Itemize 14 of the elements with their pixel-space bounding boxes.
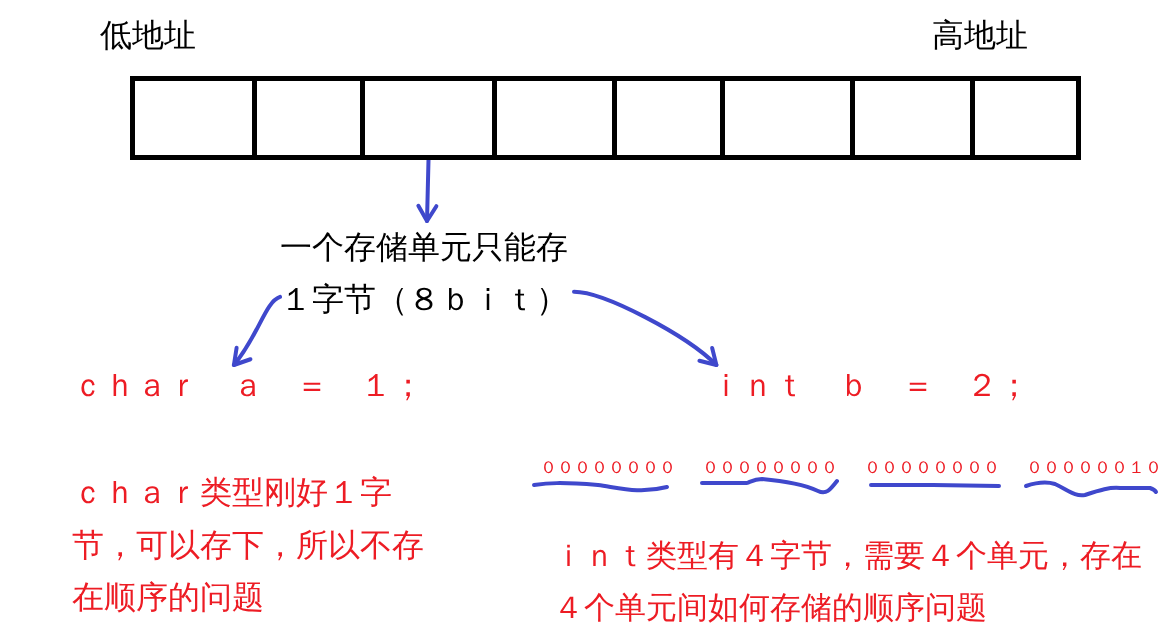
code-line: ｃｈａｒ ａ ＝ １； bbox=[72, 365, 424, 405]
arrow bbox=[572, 289, 719, 367]
note-text: 一个存储单元只能存１字节（８ｂｉｔ） bbox=[280, 221, 574, 325]
explanation-text: ｉｎｔ类型有４字节，需要４个单元，存在４个单元间如何存储的顺序问题 bbox=[553, 536, 1143, 627]
address-label: 高地址 bbox=[932, 15, 1028, 55]
explanation-text: ｃｈａｒ类型刚好１字节，可以存下，所以不存在顺序的问题 bbox=[72, 472, 425, 618]
binary-value: ００００００１０ bbox=[1026, 456, 1162, 478]
arrow bbox=[416, 158, 439, 223]
address-label: 低地址 bbox=[100, 15, 196, 55]
binary-value: ００００００００ bbox=[864, 456, 1000, 478]
code-line: ｉｎｔ ｂ ＝ ２； bbox=[710, 365, 1030, 405]
binary-value: ００００００００ bbox=[540, 456, 676, 478]
arrow bbox=[231, 294, 282, 367]
binary-value: ００００００００ bbox=[702, 456, 838, 478]
